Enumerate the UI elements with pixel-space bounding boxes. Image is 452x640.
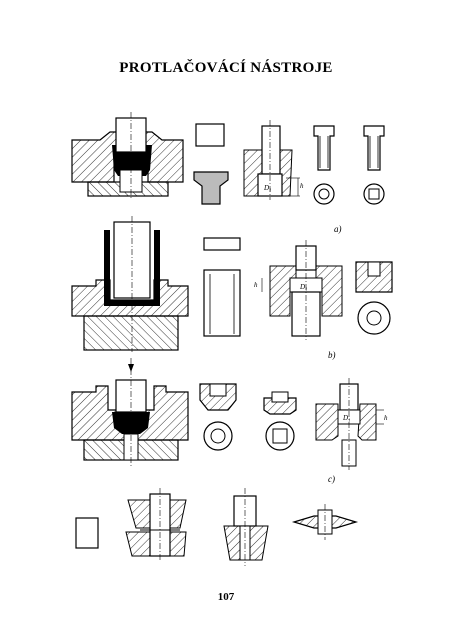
figure-b-die-assembly: [71, 216, 189, 352]
figure-c-section: D₁ h: [315, 378, 388, 470]
dim-h-b: h: [254, 281, 258, 289]
dim-d1-b: D₁: [299, 283, 308, 291]
dim-h-c: h: [384, 414, 388, 422]
figure-a-cups: [313, 125, 385, 205]
figure-d-blank: [75, 517, 99, 549]
figure-b-section: h D₁: [254, 240, 343, 340]
figure-a-blank: [193, 123, 229, 205]
page-number: 107: [217, 591, 235, 603]
dim-d1-a: D₁: [263, 184, 272, 192]
figure-a-section: D₁ h: [243, 120, 304, 200]
dim-h-a: h: [300, 182, 304, 190]
label-b: b): [328, 350, 336, 360]
figure-d-extrusion-die: [223, 488, 269, 566]
figure-b-cup: [355, 261, 393, 335]
figure-d-flanged-part: [291, 504, 359, 540]
figure-c-die-assembly: [71, 358, 189, 466]
figure-a-die-assembly: [71, 112, 184, 198]
figure-b-blank: [203, 237, 241, 337]
page-title: PROTLAČOVÁCÍ NÁSTROJE: [119, 60, 333, 76]
label-c: c): [328, 474, 335, 484]
dim-d1-c: D₁: [342, 414, 351, 422]
figure-d-forging-die: [125, 488, 187, 562]
label-a: a): [334, 224, 342, 234]
figure-c-parts: [199, 383, 297, 451]
